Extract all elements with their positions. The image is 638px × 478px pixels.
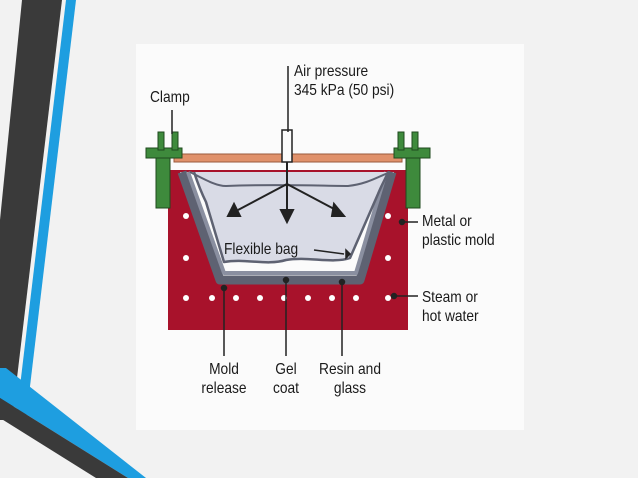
label-mold: Metal or plastic mold [422, 212, 495, 250]
gel-coat-layer [186, 171, 388, 275]
label-resin-glass: Resin and glass [314, 360, 386, 398]
label-gel-coat: Gel coat [258, 360, 313, 398]
label-mold-line2: plastic mold [422, 232, 495, 249]
clamp-right [393, 131, 431, 209]
rivet [385, 213, 391, 219]
mold-rivets [183, 213, 391, 301]
label-mold-release-line1: Mold [209, 361, 239, 378]
rivet [183, 295, 189, 301]
flexible-bag [192, 171, 390, 264]
rivet [209, 295, 215, 301]
clamp-left [145, 131, 183, 209]
label-air-pressure: Air pressure 345 kPa (50 psi) [294, 62, 394, 100]
label-mold-release: Mold release [190, 360, 259, 398]
label-steam: Steam or hot water [422, 288, 479, 326]
rivet [305, 295, 311, 301]
mold-release-layer [177, 170, 397, 285]
flexible-bag-top [189, 171, 391, 188]
rivet [233, 295, 239, 301]
vacuum-bag-diagram [145, 66, 431, 356]
rivet [385, 255, 391, 261]
diagram-panel: Air pressure 345 kPa (50 psi) Clamp Flex… [136, 44, 524, 430]
rivet [183, 213, 189, 219]
label-resin-glass-line2: glass [333, 380, 367, 397]
rivet [183, 255, 189, 261]
leader-lines [171, 66, 418, 356]
rivet [329, 295, 335, 301]
label-resin-glass-line1: Resin and [319, 361, 381, 378]
decor-stripe-dark [0, 0, 62, 420]
label-mold-release-line2: release [201, 380, 247, 397]
label-gel-coat-line1: Gel [275, 361, 297, 378]
label-steam-line2: hot water [422, 308, 479, 325]
air-inlet-pipe [281, 129, 293, 163]
label-steam-line1: Steam or [422, 289, 478, 306]
decor-bottom-dark [0, 398, 128, 478]
label-mold-line1: Metal or [422, 213, 472, 230]
decor-bottom-blue [0, 368, 146, 478]
label-air-pressure-line1: Air pressure [294, 63, 369, 80]
label-gel-coat-line2: coat [272, 380, 300, 397]
label-air-pressure-line2: 345 kPa (50 psi) [294, 82, 395, 99]
rivet [353, 295, 359, 301]
decor-stripe-blue [16, 0, 76, 420]
rivet [257, 295, 263, 301]
label-clamp: Clamp [150, 89, 190, 106]
pressure-arrows [226, 162, 347, 225]
rivet [385, 295, 391, 301]
label-flexible-bag: Flexible bag [224, 241, 299, 258]
